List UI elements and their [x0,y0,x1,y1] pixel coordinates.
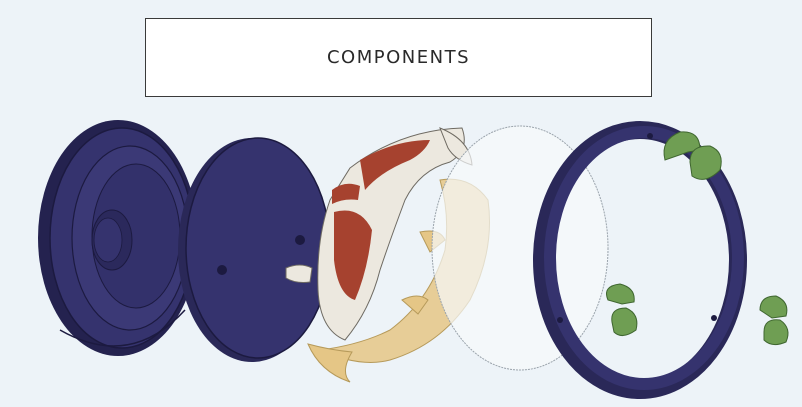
title-box: COMPONENTS [145,18,652,97]
page-title: COMPONENTS [326,47,470,68]
back-plate-icon [178,137,331,362]
lily-pad-icon [606,131,789,346]
back-housing-icon [38,120,198,356]
front-ring-icon [533,121,747,399]
